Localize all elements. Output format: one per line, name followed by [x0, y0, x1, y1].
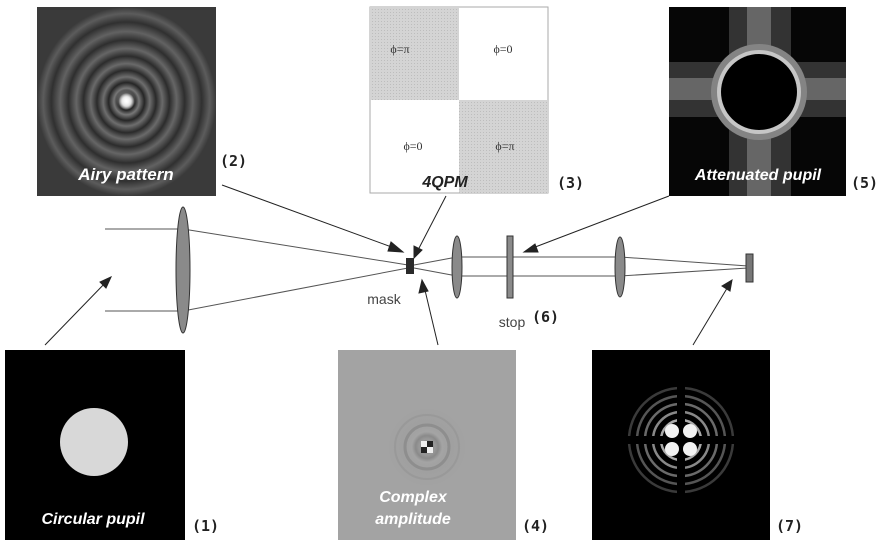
lyot-stop: [506, 235, 514, 299]
airy-number: (2): [220, 152, 247, 170]
stop-number: (6): [532, 308, 559, 326]
mask-element: [406, 258, 414, 274]
lens-2: [451, 235, 463, 299]
final-panel: (7): [592, 350, 803, 540]
fqpm-quadrant-bottom-right: [459, 100, 548, 193]
detector: [745, 253, 754, 283]
arrow-attenuated-to-stop: [529, 195, 670, 250]
arrow-complex-to-mask: [423, 285, 439, 346]
arrow-final-to-detector: [692, 284, 730, 346]
beam-bottom-converge: [182, 267, 409, 312]
fqpm-quadrant-top-left: [370, 7, 459, 100]
arrow-pupil-to-beam: [44, 279, 109, 346]
complex-caption-line1: Complex: [379, 489, 448, 506]
fqpm-panel: ϕ=π ϕ=0 ϕ=0 ϕ=π 4QPM (3): [369, 6, 584, 194]
complex-core-dark: [427, 441, 433, 447]
fqpm-caption: 4QPM: [421, 174, 468, 191]
arrows: [44, 184, 733, 346]
attenuated-caption: Attenuated pupil: [694, 167, 822, 184]
beam-bottom-final: [619, 267, 749, 277]
attenuated-panel: Attenuated pupil (5): [669, 7, 878, 196]
airy-core: [116, 90, 136, 110]
circular-number: (1): [192, 517, 219, 535]
fqpm-number: (3): [557, 174, 584, 192]
complex-core-light-2: [427, 447, 433, 453]
stop-label: stop: [499, 314, 526, 330]
lens-3: [614, 236, 626, 298]
beam-bottom-diverge: [413, 267, 458, 277]
complex-caption-line2: amplitude: [375, 511, 451, 528]
circular-panel: Circular pupil (1): [5, 350, 219, 540]
airy-caption: Airy pattern: [77, 165, 173, 184]
fqpm-label-bottom-left: ϕ=0: [403, 139, 422, 153]
circular-pupil-disk: [60, 408, 128, 476]
complex-ring: [403, 423, 451, 471]
circular-caption: Circular pupil: [41, 511, 145, 528]
attenuated-pupil-disk: [721, 54, 797, 130]
attenuated-number: (5): [851, 174, 878, 192]
arrow-airy-to-mask: [221, 184, 398, 250]
complex-core-light: [421, 441, 427, 447]
beam-top-final: [619, 256, 749, 267]
final-core-lobes: [665, 424, 697, 456]
mask-label: mask: [367, 291, 401, 307]
fqpm-label-bottom-right: ϕ=π: [495, 139, 514, 153]
complex-number: (4): [522, 517, 549, 535]
complex-panel: Complex amplitude (4): [338, 350, 549, 540]
fqpm-label-top-right: ϕ=0: [493, 42, 512, 56]
complex-ring-outer: [394, 414, 460, 480]
beam-top-diverge: [413, 256, 458, 266]
airy-panel: Airy pattern (2): [37, 7, 247, 196]
complex-core-dark-2: [421, 447, 427, 453]
arrow-4qpm-to-mask: [416, 195, 447, 253]
final-number: (7): [776, 517, 803, 535]
beam-top-converge: [182, 228, 409, 266]
fqpm-label-top-left: ϕ=π: [390, 42, 409, 56]
optical-bench: [105, 228, 749, 312]
lens-1: [175, 206, 191, 334]
